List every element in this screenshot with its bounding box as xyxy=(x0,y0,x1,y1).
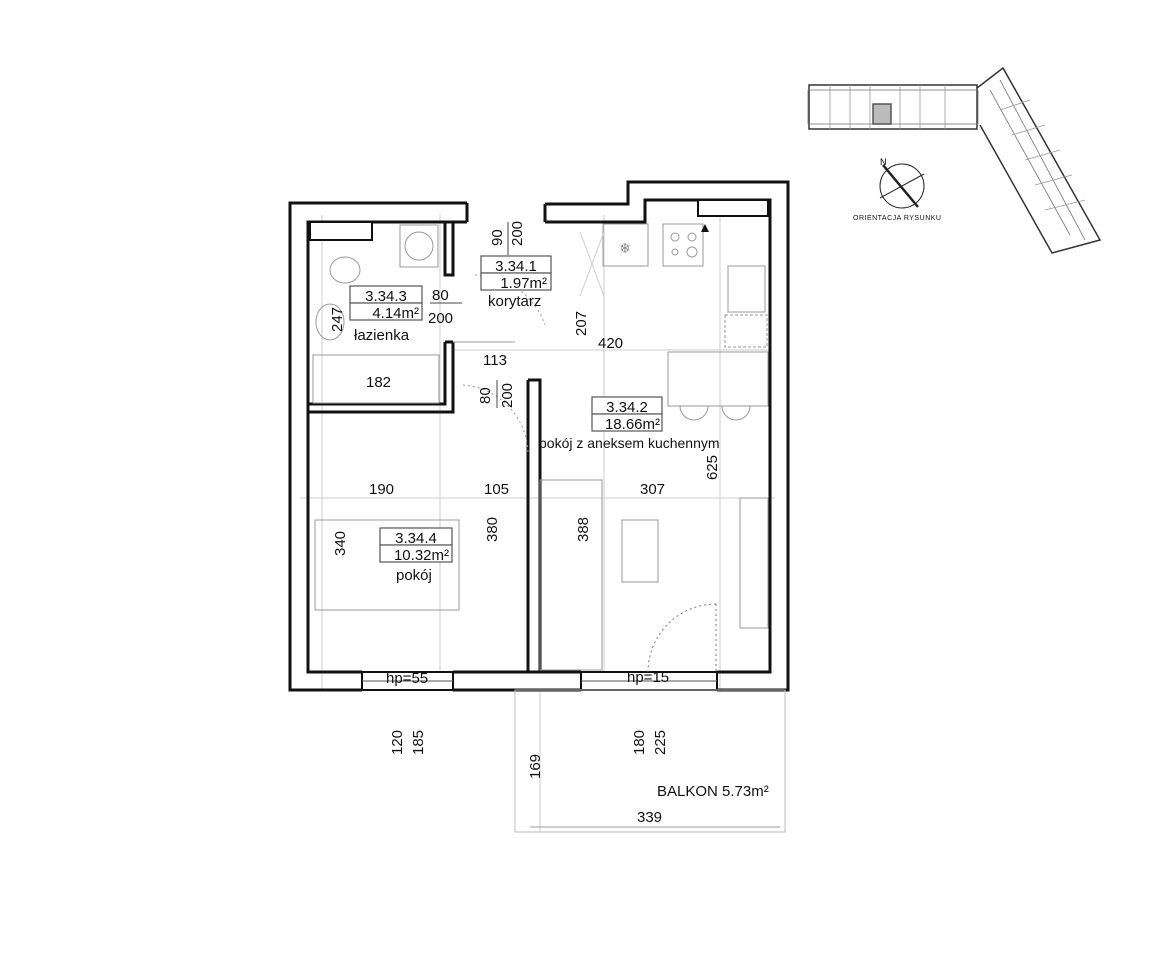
dimension-label: 200 xyxy=(509,221,526,246)
fixtures: ❄ xyxy=(312,223,769,673)
dimension-label: 185 xyxy=(410,730,427,755)
dimension-label: 182 xyxy=(366,374,391,391)
room-3-34-2: 3.34.2 18.66m² pokój z aneksem kuchennym xyxy=(539,396,720,451)
stove-icon xyxy=(662,223,704,267)
room-id: 3.34.4 xyxy=(395,530,437,547)
balcony-label: BALKON 5.73m² xyxy=(657,783,769,800)
dining-table-icon xyxy=(667,351,769,407)
dimension-label: 625 xyxy=(704,455,721,480)
dimension-label: 113 xyxy=(483,352,507,369)
building-key-plan xyxy=(807,66,1102,254)
dimension-label: 339 xyxy=(637,809,662,826)
vent-arrow-icon xyxy=(701,224,709,232)
dimension-label: 247 xyxy=(329,307,346,332)
dimension-label: 340 xyxy=(332,531,349,556)
coffee-table-icon xyxy=(621,519,659,583)
window-sill-label: hp=15 xyxy=(627,669,669,686)
toilet-icon xyxy=(329,256,361,284)
room-id: 3.34.2 xyxy=(606,399,648,416)
svg-text:❄: ❄ xyxy=(619,240,631,256)
room-id: 3.34.1 xyxy=(495,258,537,275)
dimension-label: 180 xyxy=(631,730,648,755)
dimension-label: 169 xyxy=(527,754,544,779)
kitchen-sink-icon xyxy=(727,265,766,313)
dimension-texts: 90 200 80 200 80 200 247 182 113 207 420… xyxy=(329,221,769,826)
sink-icon xyxy=(315,303,345,341)
dimension-label: 420 xyxy=(598,335,623,352)
apartment-highlight xyxy=(872,103,892,125)
room-name: pokój xyxy=(396,567,432,584)
bathtub-icon xyxy=(312,354,440,404)
dimension-label: 105 xyxy=(484,481,509,498)
window-sill-label: hp=55 xyxy=(386,670,428,687)
dimension-label: 120 xyxy=(389,730,406,755)
dimension-label: 190 xyxy=(369,481,394,498)
dimension-label: 80 xyxy=(477,387,494,404)
dimension-label: 200 xyxy=(499,383,516,408)
room-area: 1.97m² xyxy=(500,275,547,292)
room-id: 3.34.3 xyxy=(365,288,407,305)
room-area: 4.14m² xyxy=(372,305,419,322)
bed-icon xyxy=(314,519,460,611)
balcony-outline xyxy=(514,689,786,833)
dimension-label: 207 xyxy=(573,311,590,336)
room-area: 10.32m² xyxy=(394,547,449,564)
dimension-label: 200 xyxy=(428,310,453,327)
room-3-34-4: 3.34.4 10.32m² pokój xyxy=(379,527,453,584)
dimension-label: 380 xyxy=(484,517,501,542)
room-name: korytarz xyxy=(488,293,541,310)
room-area: 18.66m² xyxy=(605,416,660,433)
room-name: pokój z aneksem kuchennym xyxy=(539,435,720,451)
orientation-label: ORIENTACJA RYSUNKU xyxy=(853,215,941,222)
sofa-icon xyxy=(539,479,603,671)
dimension-lines xyxy=(430,222,509,408)
room-3-34-1: 3.34.1 1.97m² korytarz xyxy=(480,255,552,310)
washing-machine-icon xyxy=(399,224,439,268)
room-3-34-3: 3.34.3 4.14m² łazienka xyxy=(349,285,423,344)
dimension-label: 225 xyxy=(652,730,669,755)
dimension-label: 90 xyxy=(489,229,506,246)
room-name: łazienka xyxy=(354,327,410,344)
dimension-label: 388 xyxy=(575,517,592,542)
dimension-label: 80 xyxy=(432,287,449,304)
dimension-label: 307 xyxy=(640,481,665,498)
north-label: N xyxy=(880,157,887,167)
guide-lines xyxy=(300,215,775,832)
compass-icon: N xyxy=(879,157,925,209)
fridge-icon xyxy=(602,223,649,267)
